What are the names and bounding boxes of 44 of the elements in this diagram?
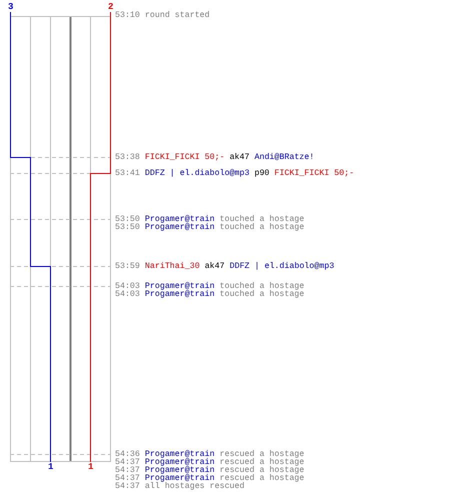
player-count: 1 bbox=[48, 463, 54, 471]
event-text: rescued a hostage bbox=[220, 459, 304, 467]
event-text: touched a hostage bbox=[220, 216, 304, 224]
timestamp: 54:37 bbox=[115, 475, 140, 483]
player-name: DDFZ | el.diabolo@mp3 bbox=[144, 170, 250, 178]
timestamp: 53:10 bbox=[115, 12, 140, 20]
player-name: Progamer@train bbox=[144, 459, 215, 467]
weapon-name: ak47 bbox=[204, 263, 225, 271]
event-text: rescued a hostage bbox=[220, 451, 304, 459]
player-name: FICKI_FICKI 50;- bbox=[144, 154, 225, 162]
player-name: Progamer@train bbox=[144, 291, 215, 299]
timestamp: 54:37 bbox=[115, 467, 140, 475]
weapon-name: p90 bbox=[254, 170, 270, 178]
event-text: touched a hostage bbox=[220, 291, 304, 299]
timestamp: 53:59 bbox=[115, 263, 140, 271]
timestamp: 53:41 bbox=[115, 170, 140, 178]
player-name: Progamer@train bbox=[144, 283, 215, 291]
timestamp: 54:36 bbox=[115, 451, 140, 459]
player-name: DDFZ | el.diabolo@mp3 bbox=[230, 263, 334, 271]
timestamp: 54:03 bbox=[115, 291, 140, 299]
player-name: Progamer@train bbox=[144, 224, 215, 232]
player-name: NariThai_30 bbox=[144, 263, 200, 271]
timestamp: 54:37 bbox=[115, 483, 140, 491]
player-name: Progamer@train bbox=[144, 216, 215, 224]
event-text: touched a hostage bbox=[220, 283, 304, 291]
weapon-name: ak47 bbox=[230, 154, 250, 162]
timestamp: 53:50 bbox=[115, 216, 140, 224]
player-name: Progamer@train bbox=[144, 467, 215, 475]
player-name: FICKI_FICKI 50;- bbox=[274, 170, 354, 178]
event-text: rescued a hostage bbox=[220, 475, 304, 483]
player-name: Progamer@train bbox=[144, 475, 215, 483]
timestamp: 53:50 bbox=[115, 224, 140, 232]
player-count: 3 bbox=[8, 3, 14, 11]
player-name: Progamer@train bbox=[144, 451, 215, 459]
timestamp: 53:38 bbox=[115, 154, 140, 162]
player-count: 2 bbox=[108, 3, 114, 11]
player-name: Andi@BRatze! bbox=[254, 154, 314, 162]
event-text: touched a hostage bbox=[220, 224, 304, 232]
player-count: 1 bbox=[88, 463, 94, 471]
timestamp: 54:03 bbox=[115, 283, 140, 291]
event-text: round started bbox=[144, 12, 210, 20]
timestamp: 54:37 bbox=[115, 459, 140, 467]
event-text: all hostages rescued bbox=[144, 483, 244, 491]
event-text: rescued a hostage bbox=[220, 467, 304, 475]
